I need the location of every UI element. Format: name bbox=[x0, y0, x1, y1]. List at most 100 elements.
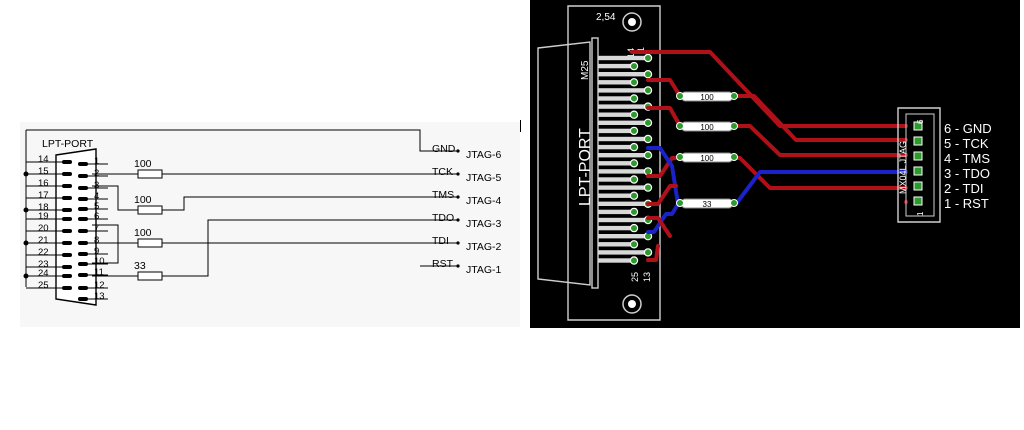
pin-contact bbox=[78, 207, 88, 211]
jtag-terminal: JTAG-5 bbox=[466, 172, 502, 184]
pin-finger bbox=[598, 88, 648, 93]
pin-number: 19 bbox=[38, 211, 49, 222]
pinout-entry: 6 - GND bbox=[944, 121, 992, 136]
pin-number: 20 bbox=[38, 223, 49, 234]
pcb-resistor: 33 bbox=[676, 198, 738, 209]
pin-pad bbox=[629, 207, 639, 217]
pin-pad bbox=[629, 256, 639, 265]
pinout-entry: 2 - TDI bbox=[944, 181, 984, 196]
conn-pin-last: 6 bbox=[916, 119, 925, 124]
pin-contact bbox=[78, 174, 88, 178]
pin-pad bbox=[629, 126, 639, 136]
pin-pad bbox=[643, 118, 653, 128]
pin-pad bbox=[643, 248, 653, 257]
resistor-tck bbox=[137, 169, 163, 179]
pin-number: 4 bbox=[94, 191, 99, 202]
pin-finger bbox=[598, 234, 648, 239]
resistor-value: 33 bbox=[703, 200, 712, 209]
mounting-hole bbox=[622, 294, 642, 314]
pin-finger bbox=[598, 250, 648, 255]
lpt-jtag-schematic: LPT-PORT 14 15 16 17 18 19 20 21 22 23 2… bbox=[23, 120, 521, 306]
pin-number: 1 bbox=[94, 156, 99, 167]
lpt-port-label: LPT-PORT bbox=[42, 138, 94, 150]
pin-contact bbox=[62, 160, 72, 164]
db25-pin-stubs bbox=[26, 160, 108, 301]
schematic-resistors: 100 100 100 33 bbox=[134, 158, 163, 281]
pin-pad bbox=[643, 53, 653, 63]
jtag-pinout-legend: 6 - GND 5 - TCK 4 - TMS 3 - TDO 2 - TDI … bbox=[944, 121, 992, 211]
pin-pad bbox=[643, 150, 653, 160]
jtag-routed-traces bbox=[630, 50, 908, 262]
pin-number: 17 bbox=[38, 190, 49, 201]
pin-number: 25 bbox=[38, 280, 49, 291]
jtag-pad bbox=[913, 136, 923, 146]
resistor-value: 100 bbox=[134, 227, 152, 239]
pin-contact bbox=[62, 229, 72, 233]
jtag-pad bbox=[913, 196, 923, 206]
pin-contact bbox=[78, 186, 88, 190]
jtag-connector-footprint: MX04L JTAG 1 6 bbox=[897, 107, 941, 223]
pin-finger bbox=[598, 128, 634, 134]
pinout-entry: 5 - TCK bbox=[944, 136, 989, 151]
pin-pad bbox=[629, 94, 639, 103]
pinout-entry: 3 - TDO bbox=[944, 166, 990, 181]
pin-label-25: 25 bbox=[630, 272, 640, 282]
pin-number: 8 bbox=[94, 235, 99, 246]
pin-finger bbox=[598, 104, 648, 109]
conn-pin-first: 1 bbox=[916, 211, 925, 216]
pin-finger bbox=[598, 96, 634, 101]
resistor-value: 33 bbox=[134, 260, 146, 272]
pin-number: 12 bbox=[94, 280, 105, 291]
pin-finger bbox=[598, 112, 634, 117]
pin-finger bbox=[598, 55, 648, 61]
resistor-value: 100 bbox=[700, 93, 714, 102]
pin-pad bbox=[629, 240, 639, 249]
pin-finger bbox=[598, 63, 634, 69]
resistor-tms bbox=[137, 205, 163, 215]
pin-number: 18 bbox=[38, 202, 49, 213]
pin-contact bbox=[62, 286, 72, 290]
pin-pad bbox=[643, 86, 653, 95]
mounting-holes bbox=[622, 12, 642, 314]
pin-pad bbox=[629, 61, 639, 71]
pin-finger bbox=[598, 177, 634, 182]
pin-contact bbox=[62, 172, 72, 176]
pin-contact bbox=[62, 208, 72, 212]
pin-contact bbox=[78, 262, 88, 266]
pin-pad bbox=[629, 223, 639, 233]
pin-contact bbox=[78, 252, 88, 256]
jtag-pad bbox=[913, 166, 923, 176]
jtag-terminal: JTAG-4 bbox=[466, 195, 502, 207]
jtag-net-labels: GND TCK TMS TDO TDI RST JTAG-6 JTAG-5 JT… bbox=[432, 143, 502, 276]
pin-finger bbox=[598, 169, 648, 174]
pin-pad bbox=[629, 191, 639, 200]
pin-contact bbox=[78, 162, 88, 166]
pin-finger bbox=[598, 209, 634, 215]
pin-pad bbox=[643, 134, 653, 144]
jtag-pad bbox=[913, 151, 923, 161]
pin-number: 10 bbox=[94, 256, 105, 267]
net-name: RST bbox=[432, 258, 454, 270]
pin-finger bbox=[598, 185, 648, 190]
pin-number: 14 bbox=[38, 154, 49, 165]
pin-number: 11 bbox=[94, 267, 104, 278]
pinout-entry: 4 - TMS bbox=[944, 151, 990, 166]
pin-number: 7 bbox=[94, 223, 99, 234]
pin-number: 9 bbox=[94, 246, 99, 257]
net-name: TDI bbox=[432, 235, 449, 247]
net-name: TDO bbox=[432, 212, 454, 224]
jtag-terminal: JTAG-2 bbox=[466, 241, 502, 253]
pin-contact bbox=[62, 184, 72, 188]
pin-finger bbox=[598, 161, 634, 166]
pin-finger bbox=[598, 72, 648, 77]
pin-finger bbox=[598, 217, 648, 223]
hole-spacing-label: 2,54 bbox=[596, 12, 616, 23]
pin-contact bbox=[62, 196, 72, 200]
pin-contact bbox=[78, 197, 88, 201]
pin-contact bbox=[78, 241, 88, 245]
resistor-value: 100 bbox=[134, 194, 152, 206]
db25-pin-traces bbox=[598, 53, 653, 265]
pin-number: 5 bbox=[94, 201, 99, 212]
text-cursor bbox=[520, 120, 521, 132]
pin-pad bbox=[643, 183, 653, 192]
